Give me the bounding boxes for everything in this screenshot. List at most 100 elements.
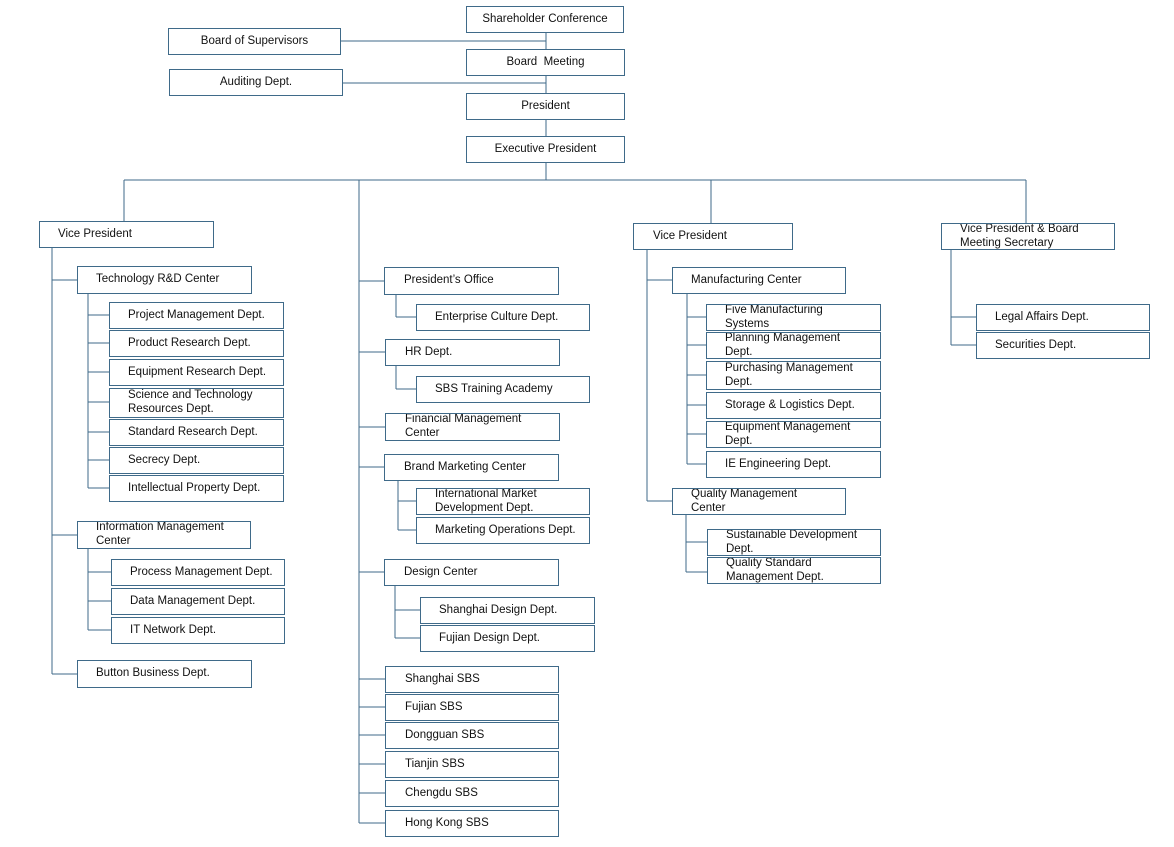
node-label: Brand Marketing Center	[404, 460, 527, 473]
ie-engineering-dept-box: IE Engineering Dept.	[706, 451, 881, 478]
node-label: Dongguan SBS	[405, 728, 485, 741]
standard-research-dept-box: Standard Research Dept.	[109, 419, 284, 446]
manufacturing-center-box: Manufacturing Center	[672, 267, 846, 294]
node-label: President	[521, 99, 570, 112]
product-research-dept-box: Product Research Dept.	[109, 330, 284, 357]
presidents-office-box: President’s Office	[384, 267, 559, 295]
purchasing-management-dept-box: Purchasing Management Dept.	[706, 361, 881, 390]
president-box: President	[466, 93, 625, 120]
dongguan-sbs-box: Dongguan SBS	[385, 722, 559, 749]
node-label: Purchasing Management Dept.	[725, 361, 853, 388]
quality-management-center-box: Quality Management Center	[672, 488, 846, 515]
node-label: Executive President	[494, 142, 597, 155]
node-label: Marketing Operations Dept.	[435, 523, 576, 536]
information-management-center-box: Information Management Center	[77, 521, 251, 549]
hr-dept-box: HR Dept.	[385, 339, 560, 366]
node-label: HR Dept.	[405, 345, 453, 358]
quality-standard-management-dept-box: Quality Standard Management Dept.	[707, 557, 881, 584]
button-business-dept-box: Button Business Dept.	[77, 660, 252, 688]
node-label: Data Management Dept.	[130, 594, 256, 607]
node-label: Sustainable Development Dept.	[726, 529, 858, 555]
marketing-operations-dept-box: Marketing Operations Dept.	[416, 517, 590, 544]
equipment-management-dept-box: Equipment Management Dept.	[706, 421, 881, 448]
node-label: Fujian SBS	[405, 700, 463, 713]
securities-dept-box: Securities Dept.	[976, 332, 1150, 359]
technology-rd-center-box: Technology R&D Center	[77, 266, 252, 294]
node-label: Quality Management Center	[691, 488, 798, 514]
project-management-dept-box: Project Management Dept.	[109, 302, 284, 329]
science-technology-resources-dept-box: Science and Technology Resources Dept.	[109, 388, 284, 418]
shareholder-conference-box: Shareholder Conference	[466, 6, 624, 33]
node-label: Intellectual Property Dept.	[128, 481, 261, 494]
node-label: Quality Standard Management Dept.	[726, 557, 824, 583]
node-label: Enterprise Culture Dept.	[435, 310, 559, 323]
hong-kong-sbs-box: Hong Kong SBS	[385, 810, 559, 837]
node-label: Secrecy Dept.	[128, 453, 201, 466]
chengdu-sbs-box: Chengdu SBS	[385, 780, 559, 807]
node-label: Shanghai Design Dept.	[439, 603, 558, 616]
node-label: Auditing Dept.	[219, 75, 293, 88]
vp-board-secretary-box: Vice President & Board Meeting Secretary	[941, 223, 1115, 250]
node-label: Standard Research Dept.	[128, 425, 258, 438]
node-label: Manufacturing Center	[691, 273, 802, 286]
vice-president-2-box: Vice President	[633, 223, 793, 250]
node-label: Project Management Dept.	[128, 308, 265, 321]
storage-logistics-dept-box: Storage & Logistics Dept.	[706, 392, 881, 419]
planning-management-dept-box: Planning Management Dept.	[706, 332, 881, 359]
node-label: Five Manufacturing Systems	[725, 304, 823, 330]
node-label: IT Network Dept.	[130, 623, 217, 636]
node-label: Chengdu SBS	[405, 786, 478, 799]
node-label: Hong Kong SBS	[405, 816, 489, 829]
node-label: Product Research Dept.	[128, 336, 251, 349]
auditing-dept-box: Auditing Dept.	[169, 69, 343, 96]
node-label: Science and Technology Resources Dept.	[128, 389, 253, 415]
node-label: IE Engineering Dept.	[725, 457, 832, 470]
fujian-sbs-box: Fujian SBS	[385, 694, 559, 721]
node-label: Design Center	[404, 565, 478, 578]
node-label: Equipment Management Dept.	[725, 421, 851, 447]
intellectual-property-dept-box: Intellectual Property Dept.	[109, 475, 284, 502]
enterprise-culture-dept-box: Enterprise Culture Dept.	[416, 304, 590, 331]
process-management-dept-box: Process Management Dept.	[111, 559, 285, 586]
brand-marketing-center-box: Brand Marketing Center	[384, 454, 559, 481]
node-label: Button Business Dept.	[96, 667, 210, 680]
node-label: Vice President & Board Meeting Secretary	[960, 223, 1079, 249]
shanghai-sbs-box: Shanghai SBS	[385, 666, 559, 693]
node-label: Vice President	[58, 227, 132, 240]
node-label: Information Management Center	[96, 521, 224, 547]
it-network-dept-box: IT Network Dept.	[111, 617, 285, 644]
design-center-box: Design Center	[384, 559, 559, 586]
node-label: Storage & Logistics Dept.	[725, 398, 855, 411]
sustainable-development-dept-box: Sustainable Development Dept.	[707, 529, 881, 556]
node-label: President’s Office	[404, 274, 494, 287]
node-label: Board of Supervisors	[200, 34, 309, 47]
node-label: Planning Management Dept.	[725, 332, 841, 358]
node-label: Shareholder Conference	[482, 12, 608, 25]
node-label: Board Meeting	[506, 55, 585, 68]
node-label: Legal Affairs Dept.	[995, 310, 1089, 323]
data-management-dept-box: Data Management Dept.	[111, 588, 285, 615]
board-meeting-box: Board Meeting	[466, 49, 625, 76]
board-of-supervisors-box: Board of Supervisors	[168, 28, 341, 55]
node-label: Financial Management Center	[405, 413, 522, 439]
node-label: Securities Dept.	[995, 338, 1077, 351]
node-label: Tianjin SBS	[405, 757, 465, 770]
financial-management-center-box: Financial Management Center	[385, 413, 560, 441]
vice-president-1-box: Vice President	[39, 221, 214, 248]
secrecy-dept-box: Secrecy Dept.	[109, 447, 284, 474]
shanghai-design-dept-box: Shanghai Design Dept.	[420, 597, 595, 624]
legal-affairs-dept-box: Legal Affairs Dept.	[976, 304, 1150, 331]
node-label: International Market Development Dept.	[435, 488, 537, 514]
node-label: Equipment Research Dept.	[128, 365, 267, 378]
node-label: Vice President	[653, 229, 727, 242]
node-label: Technology R&D Center	[96, 273, 220, 286]
node-label: SBS Training Academy	[435, 382, 553, 395]
international-market-development-dept-box: International Market Development Dept.	[416, 488, 590, 515]
node-label: Shanghai SBS	[405, 672, 480, 685]
node-label: Process Management Dept.	[130, 565, 273, 578]
sbs-training-academy-box: SBS Training Academy	[416, 376, 590, 403]
equipment-research-dept-box: Equipment Research Dept.	[109, 359, 284, 386]
fujian-design-dept-box: Fujian Design Dept.	[420, 625, 595, 652]
tianjin-sbs-box: Tianjin SBS	[385, 751, 559, 778]
